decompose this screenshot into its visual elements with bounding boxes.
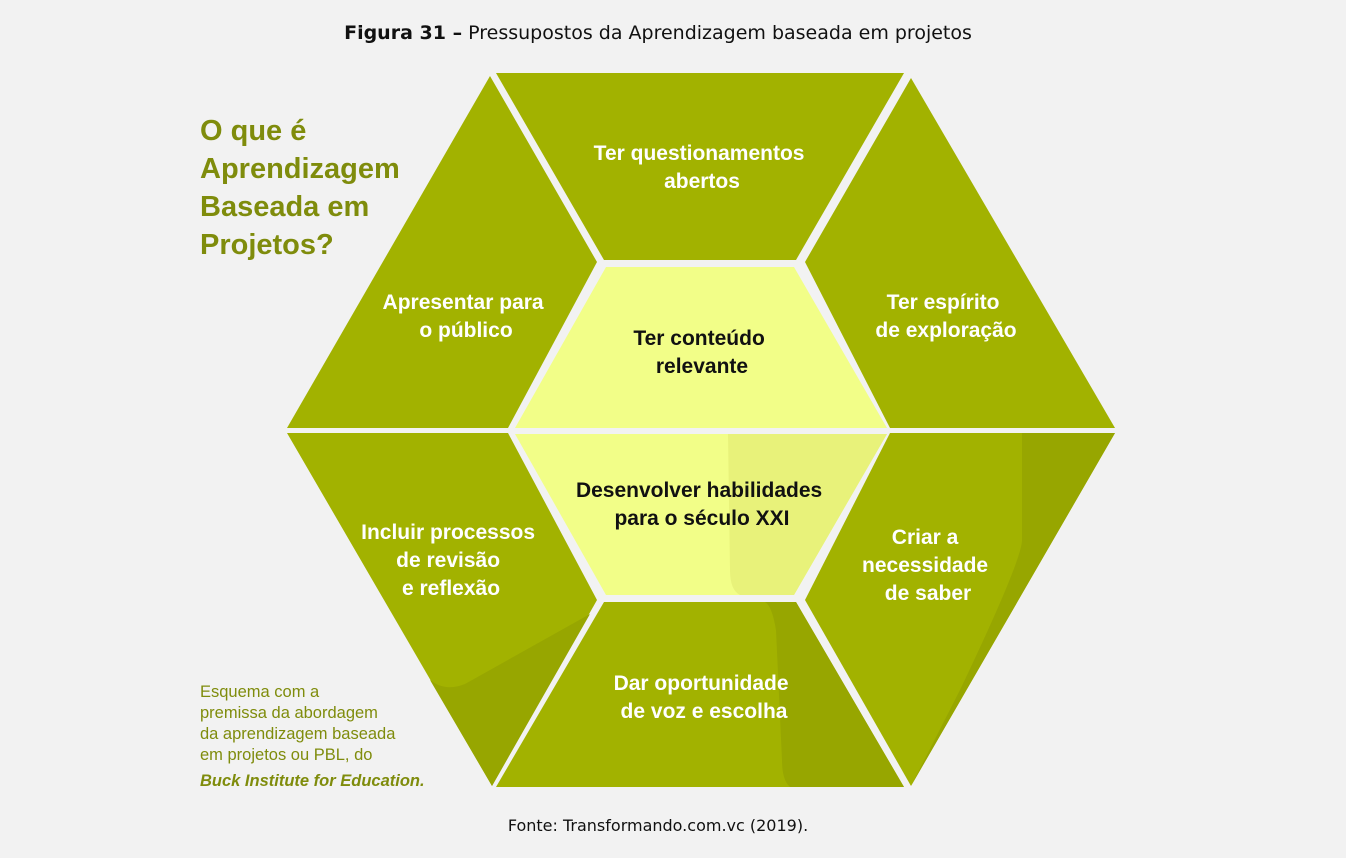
text-top: Ter questionamentos abertos [594,142,811,193]
figure-label: Figura 31 – [344,22,463,44]
text-lower-right: Criar a necessidade de saber [862,526,994,605]
text-lower-right-line-2: necessidade [862,554,988,577]
segment-center-bottom [515,434,887,595]
text-lower-left-line-1: Incluir processos [361,521,535,544]
segment-lower-right [805,433,1115,786]
text-upper-right-line-2: de exploração [875,319,1016,342]
text-upper-right-line-1: Ter espírito [887,291,1000,314]
figure-caption: Figura 31 – Pressupostos da Aprendizagem… [0,22,1316,44]
text-bottom: Dar oportunidade de voz e escolha [614,672,795,723]
text-top-line-2: abertos [664,170,740,193]
text-upper-left-line-1: Apresentar para [383,291,544,314]
text-top-line-1: Ter questionamentos [594,142,805,165]
text-lower-left-line-2: de revisão [396,549,500,572]
text-center-top-line-2: relevante [656,355,748,378]
note-organization: Buck Institute for Education. [200,772,425,790]
text-center-top-line-1: Ter conteúdo [633,327,764,350]
text-upper-left: Apresentar para o público [383,291,550,342]
segment-upper-right [805,78,1115,428]
question-heading: O que é Aprendizagem Baseada em Projetos… [200,115,400,261]
text-bottom-line-2: de voz e escolha [621,700,788,723]
segment-upper-left [287,76,597,428]
text-upper-left-line-2: o público [419,319,512,342]
segment-lower-left [287,433,597,786]
text-center-bottom: Desenvolver habilidades para o século XX… [576,479,828,530]
diagram-note: Esquema com a premissa da abordagem da a… [200,683,396,764]
text-bottom-line-1: Dar oportunidade [614,672,789,695]
figure-title: Pressupostos da Aprendizagem baseada em … [468,22,972,44]
text-center-top: Ter conteúdo relevante [633,327,770,378]
text-center-bottom-line-2: para o século XXI [614,507,789,530]
text-upper-right: Ter espírito de exploração [875,291,1016,342]
text-center-bottom-line-1: Desenvolver habilidades [576,479,822,502]
source-caption: Fonte: Transformando.com.vc (2019). [507,816,809,835]
segment-top [496,73,904,260]
text-lower-right-line-1: Criar a [892,526,959,549]
segment-center-top [515,267,887,428]
text-lower-left: Incluir processos de revisão e reflexão [361,521,541,600]
text-lower-left-line-3: e reflexão [402,577,500,600]
text-lower-right-line-3: de saber [885,582,971,605]
segment-bottom [496,602,904,787]
